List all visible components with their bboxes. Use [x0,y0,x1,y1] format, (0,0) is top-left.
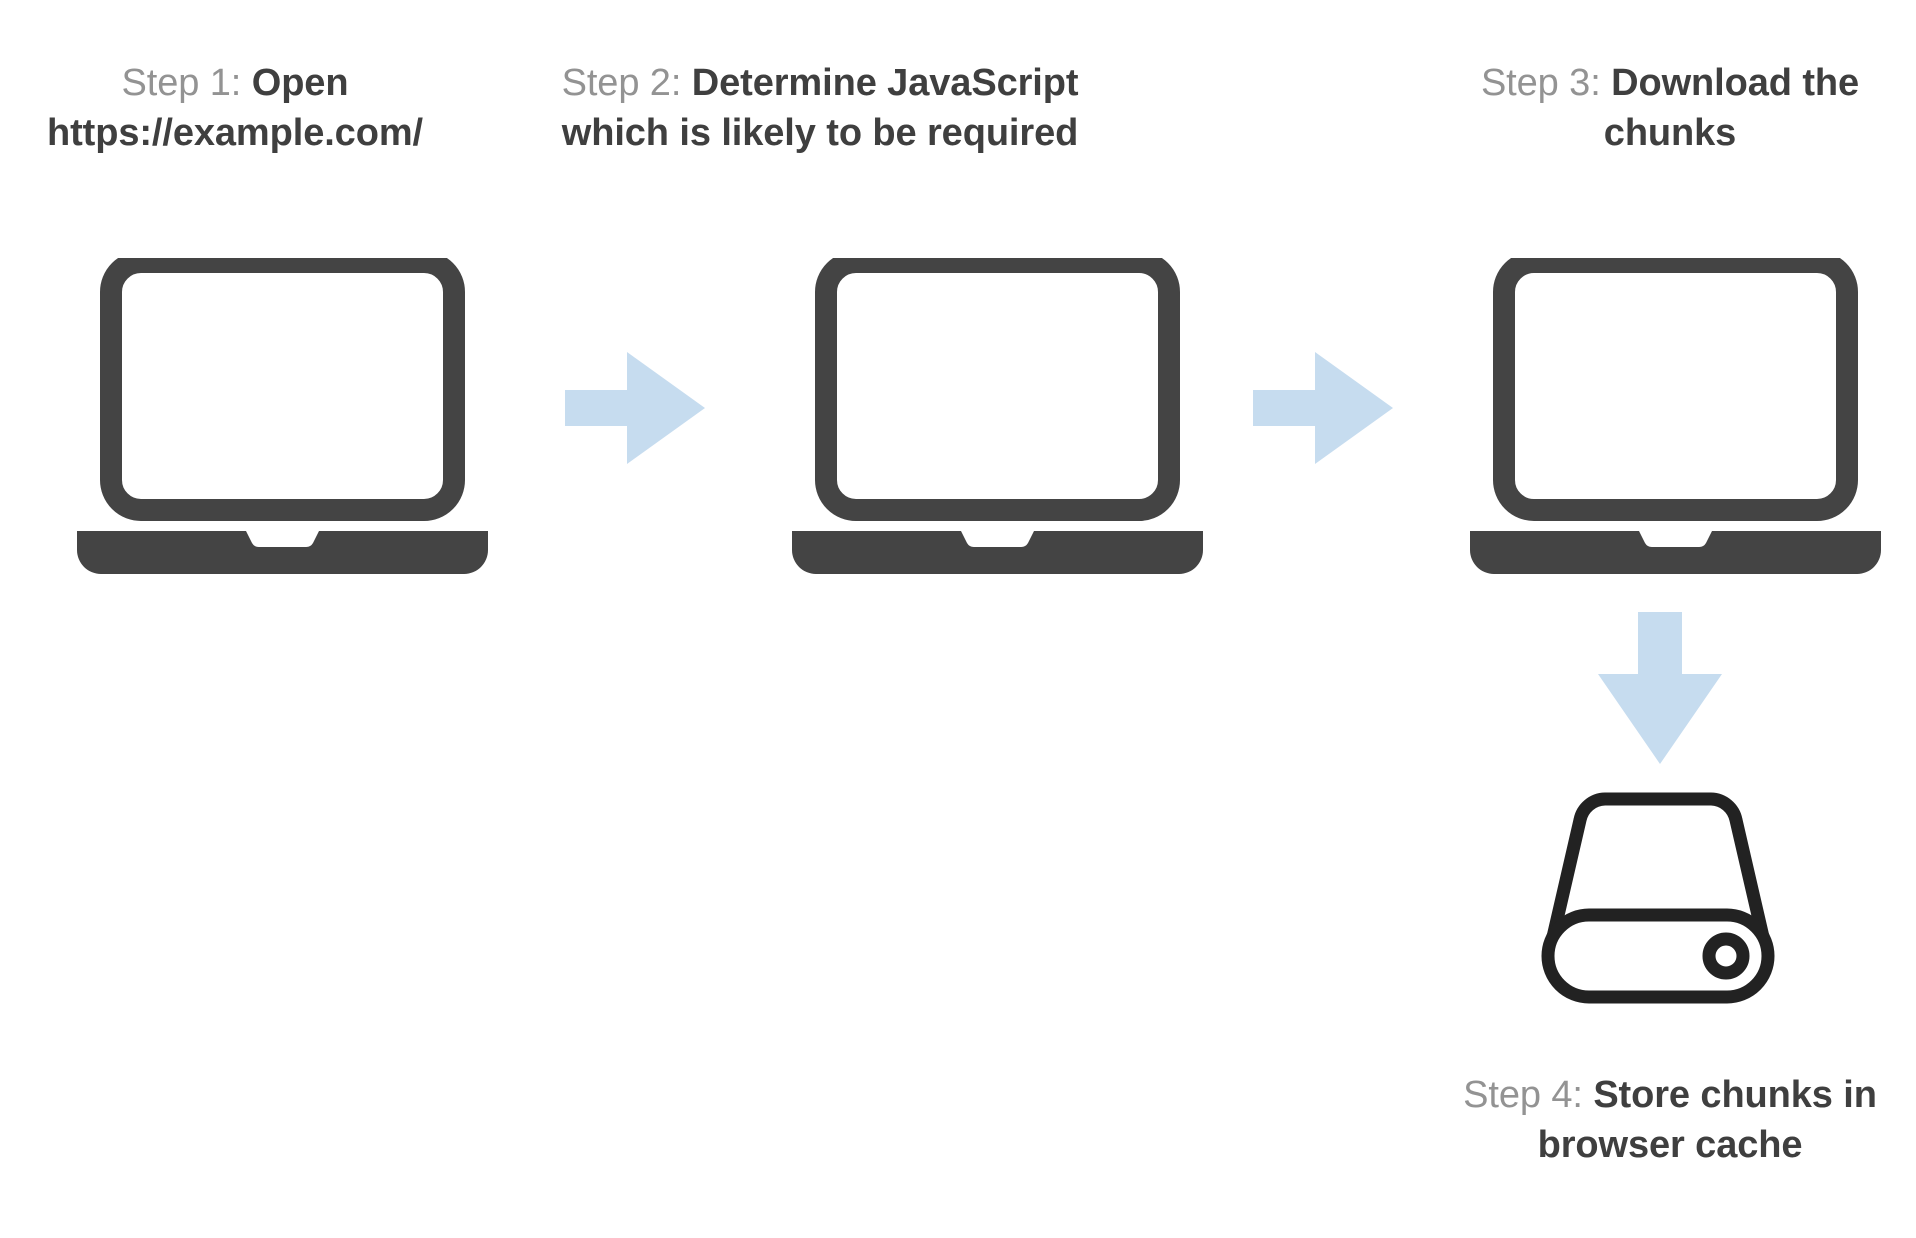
laptop-icon [790,258,1205,576]
step-2-label: Step 2: [561,62,682,104]
step-1-label: Step 1: [121,62,242,104]
step-2-text: Determine JavaScript which is likely to … [561,62,1079,155]
step-1-text: Open https://example.com/ [47,62,423,155]
arrow-right-icon [565,352,705,464]
laptop-icon [75,258,490,576]
laptop-icon [1468,258,1883,576]
step-1-caption: Step 1: Open https://example.com/ [20,58,450,158]
arrow-right-icon [1253,352,1393,464]
hard-drive-icon [1533,785,1783,1010]
step-4-label: Step 4: [1463,1074,1583,1116]
step-4-text: Store chunks in browser cache [1537,1074,1877,1167]
arrow-down-icon [1598,612,1722,764]
step-3-text: Download the chunks [1603,62,1860,155]
step-3-label: Step 3: [1480,62,1601,104]
step-3-caption: Step 3: Download the chunks [1440,58,1900,158]
step-2-caption: Step 2: Determine JavaScript which is li… [560,58,1080,158]
step-4-caption: Step 4: Store chunks in browser cache [1440,1070,1900,1170]
